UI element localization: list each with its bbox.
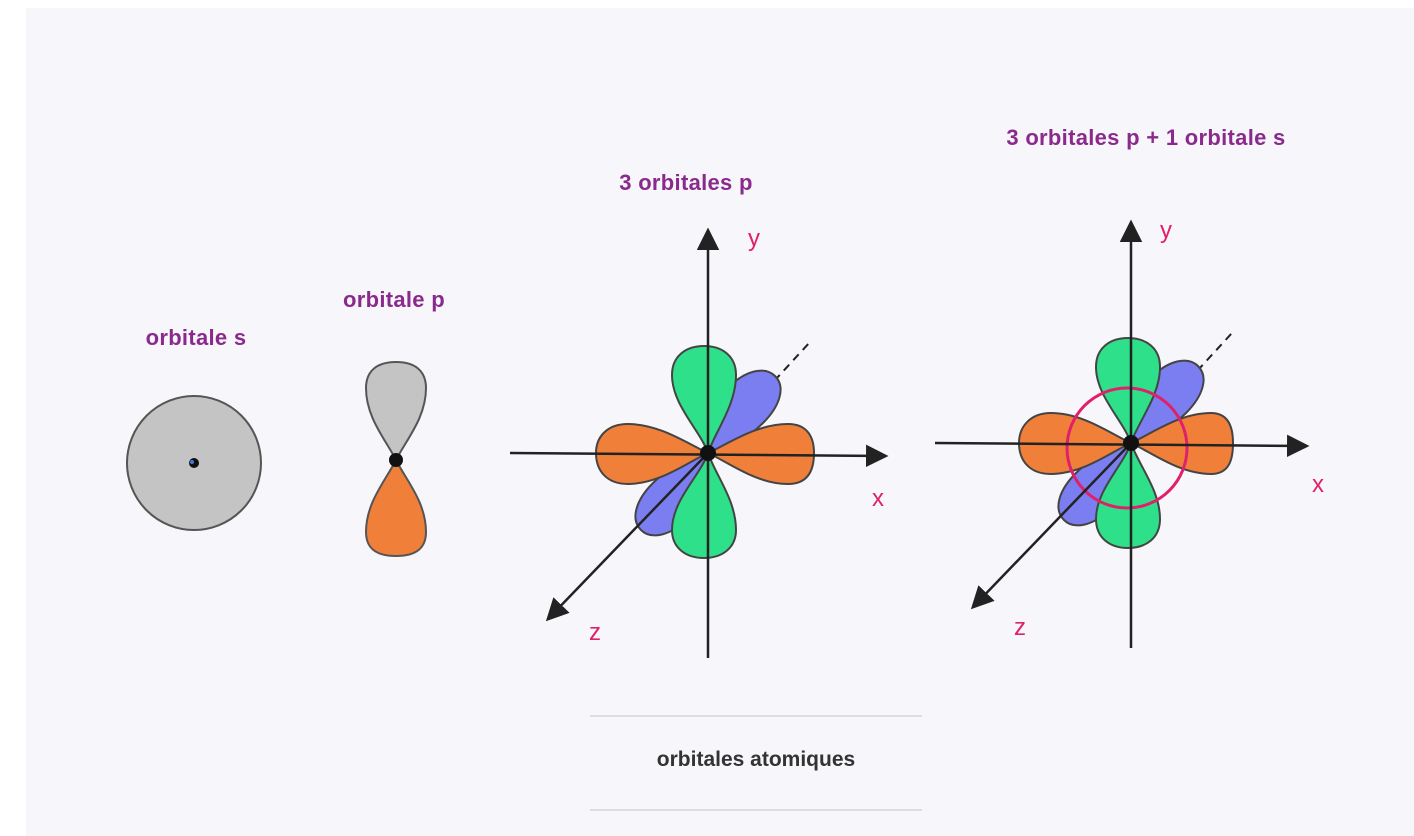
p-orbital-panel: orbitale p (343, 287, 445, 558)
three-p-s-y-label: y (1160, 217, 1172, 244)
three-p-x-label: x (872, 485, 884, 512)
three-p-s-s-orbital-circle (1065, 386, 1189, 510)
three-p-s-x-axis (934, 434, 1310, 458)
three-p-s-px-lobe-right (1128, 411, 1235, 476)
caption-block: orbitales atomiques (590, 715, 922, 811)
three-p-s-py-lobe-upper (1094, 336, 1162, 447)
three-p-py-lobe-upper (670, 344, 738, 457)
p-orbital-nucleus (389, 453, 403, 467)
three-p-orbitals-panel: 3 orbitales p y x z (509, 170, 889, 658)
three-p-py-lobe-lower (670, 449, 738, 560)
three-p-z-axis (545, 452, 709, 622)
three-p-s-z-axis (970, 442, 1132, 610)
three-p-s-title: 3 orbitales p + 1 orbitale s (1006, 125, 1285, 150)
three-p-s-z-label: z (1014, 614, 1026, 641)
p-orbital-title: orbitale p (343, 287, 445, 312)
p-orbital-upper-lobe (364, 360, 428, 463)
diagram-caption: orbitales atomiques (657, 748, 855, 771)
p-orbital-lower-lobe (364, 457, 428, 558)
three-p-plus-s-panel: 3 orbitales p + 1 orbitale s y x z (934, 125, 1324, 648)
three-p-x-axis (509, 444, 889, 468)
three-p-s-nucleus (1123, 435, 1139, 451)
three-p-s-py-lobe-lower (1094, 439, 1162, 550)
s-orbital-panel: orbitale s (126, 325, 262, 531)
s-orbital-title: orbitale s (146, 325, 247, 350)
three-p-nucleus (700, 445, 716, 461)
three-p-y-label: y (748, 225, 760, 252)
s-orbital-nucleus-dot (190, 460, 194, 464)
three-p-s-x-label: x (1312, 471, 1324, 498)
three-p-title: 3 orbitales p (619, 170, 753, 195)
three-p-z-label: z (589, 619, 601, 646)
